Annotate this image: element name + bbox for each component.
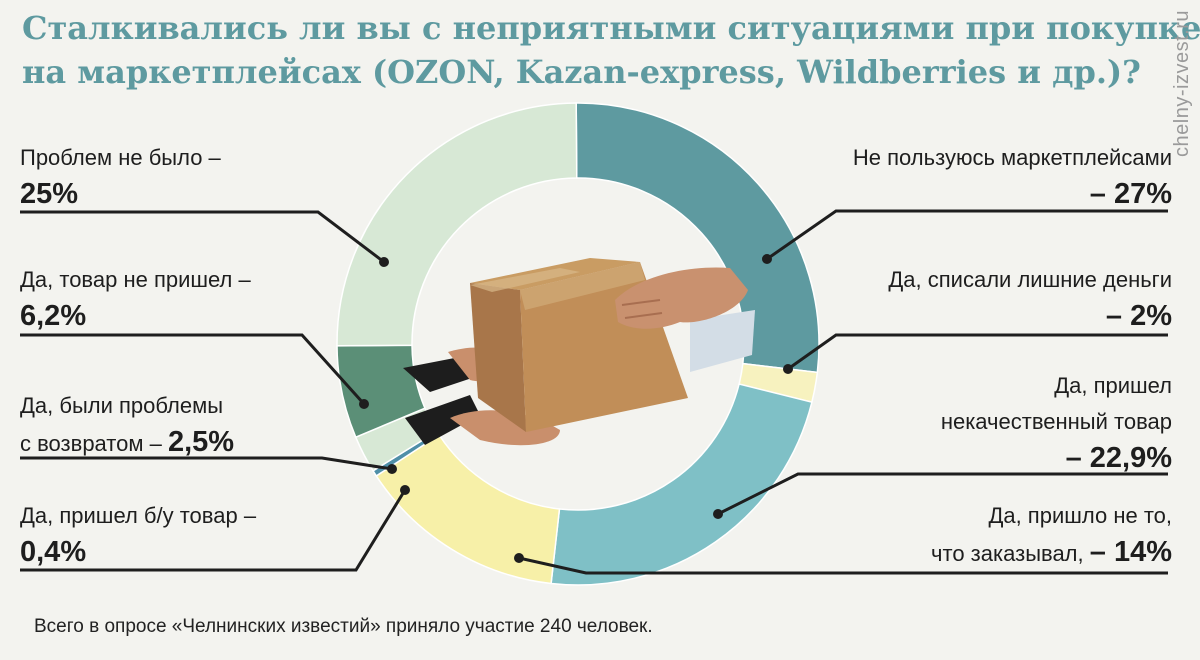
leader-dots [359,254,793,563]
donut-slice-7 [336,102,578,347]
label-low-quality-line1: Да, пришел [1054,373,1172,398]
label-return-problem-line2: с возвратом – [20,431,162,456]
footnote: Всего в опросе «Челнинских известий» при… [34,616,653,637]
label-no-problems: Проблем не было – 25% [20,140,221,212]
leader-no-problems [20,210,385,264]
leader-wrong-item [518,556,1168,575]
label-no-use: Не пользуюсь маркетплейсами – 27% [853,140,1172,212]
label-return-problem: Да, были проблемы с возвратом – 2,5% [20,388,234,462]
box-illustration [403,258,755,446]
leader-used-item [20,489,407,572]
label-used-item-pct: 0,4% [20,536,87,568]
donut-slices [336,102,820,586]
title-line-2: на маркетплейсах (OZON, Kazan-express, W… [22,53,1141,91]
label-extra-charge-text: Да, списали лишние деньги [888,267,1172,292]
label-return-problem-pct: 2,5% [167,426,235,458]
leader-lines [20,209,1168,575]
label-extra-charge-pct: – 2% [1105,300,1172,332]
label-not-delivered-text: Да, товар не пришел – [20,267,251,292]
label-extra-charge: Да, списали лишние деньги – 2% [888,262,1172,334]
label-wrong-item-line2: что заказывал, [931,541,1084,566]
label-no-use-text: Не пользуюсь маркетплейсами [852,145,1172,170]
label-wrong-item-pct: – 14% [1089,536,1172,568]
label-used-item: Да, пришел б/у товар – 0,4% [20,498,256,570]
label-not-delivered-pct: 6,2% [20,300,87,332]
label-low-quality: Да, пришел некачественный товар – 22,9% [941,368,1172,476]
label-not-delivered: Да, товар не пришел – 6,2% [20,262,251,334]
chart-title: Сталкивались ли вы с неприятными ситуаци… [22,6,1200,94]
label-no-use-pct: – 27% [1089,178,1172,210]
donut-slice-0 [575,102,820,374]
label-wrong-item: Да, пришло не то, что заказывал, – 14% [931,498,1172,572]
label-low-quality-line2: некачественный товар [940,409,1172,434]
label-low-quality-pct: – 22,9% [1065,442,1172,474]
leader-no-use [766,209,1168,261]
leader-low-quality [717,472,1168,516]
label-used-item-text: Да, пришел б/у товар – [20,503,257,528]
label-no-problems-pct: 25% [20,178,79,210]
label-no-problems-text: Проблем не было – [20,145,221,170]
leader-extra-charge [787,333,1168,371]
label-wrong-item-line1: Да, пришло не то, [988,503,1172,528]
label-return-problem-line1: Да, были проблемы [20,393,224,418]
leader-return-problem [20,456,393,471]
title-line-1: Сталкивались ли вы с неприятными ситуаци… [22,9,1200,47]
leader-not-delivered [20,333,366,406]
